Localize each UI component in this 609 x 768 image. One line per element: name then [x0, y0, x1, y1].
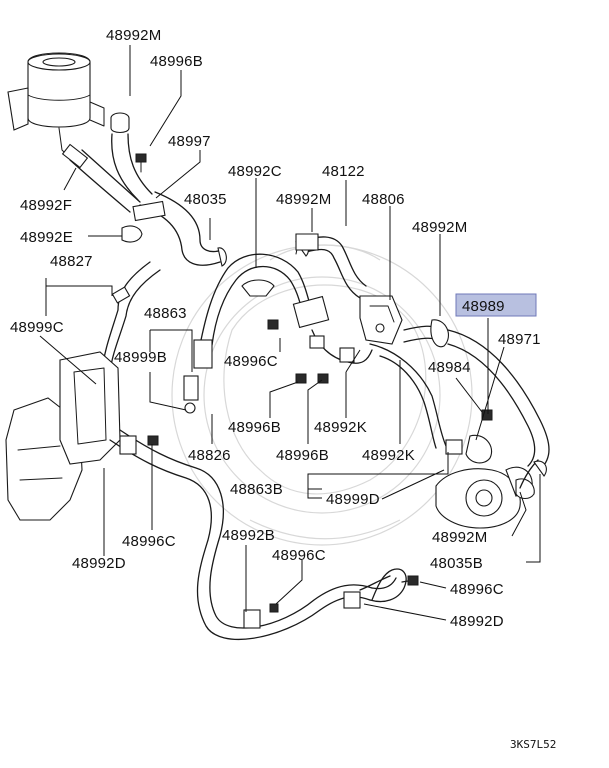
callout-48806: 48806 [362, 191, 405, 208]
callout-48992m-top: 48992M [106, 27, 161, 44]
bracket-48806 [359, 295, 403, 345]
cap-and-bolt-group [110, 112, 153, 201]
callout-48999d: 48999D [326, 491, 380, 508]
callout-48992d-right: 48992D [450, 613, 504, 630]
callout-48992k-a: 48992K [314, 419, 367, 436]
callout-48992m-center: 48992M [276, 191, 331, 208]
lower-pressure-pipes [109, 429, 415, 640]
callout-48992d-left: 48992D [72, 555, 126, 572]
callout-48997: 48997 [168, 133, 211, 150]
pump-pipe-right [369, 343, 493, 464]
callout-48999c: 48999C [10, 319, 64, 336]
watermark-emblem [171, 244, 473, 546]
small-fittings [119, 233, 419, 586]
callout-48996c-left: 48996C [122, 533, 176, 550]
callout-48992m-right: 48992M [412, 219, 467, 236]
highlight-box-48989 [455, 293, 537, 317]
callout-48996c-center: 48996C [224, 353, 278, 370]
diagram-code: 3KS7L52 [510, 738, 556, 751]
callout-48996b-top: 48996B [150, 53, 203, 70]
callout-48035: 48035 [184, 191, 227, 208]
leader-lines [39, 45, 541, 621]
callout-48996c-lower: 48996C [272, 547, 326, 564]
callout-48971: 48971 [498, 331, 541, 348]
callout-48827: 48827 [50, 253, 93, 270]
reservoir-tank [7, 52, 105, 159]
callout-48992e: 48992E [20, 229, 73, 246]
callout-48999b: 48999B [114, 349, 167, 366]
power-steering-pump [435, 459, 547, 529]
callout-48826: 48826 [188, 447, 231, 464]
callout-48992m-pump: 48992M [432, 529, 487, 546]
callout-48122: 48122 [322, 163, 365, 180]
steering-gear-box [5, 351, 121, 521]
callout-48863: 48863 [144, 305, 187, 322]
callout-48996c-right: 48996C [450, 581, 504, 598]
main-return-hose [121, 191, 227, 267]
callout-48984: 48984 [428, 359, 471, 376]
callout-48996b-b: 48996B [276, 447, 329, 464]
callout-labels: 48992M 48996B 48997 48992F 48035 48992C … [10, 27, 556, 751]
callout-48992c: 48992C [228, 163, 282, 180]
suction-hose-48989 [403, 319, 550, 471]
callout-48989-highlighted: 48989 [462, 298, 505, 315]
callout-48996b-a: 48996B [228, 419, 281, 436]
callout-48035b: 48035B [430, 555, 483, 572]
callout-48992b: 48992B [222, 527, 275, 544]
return-hose-reservoir [61, 143, 141, 213]
callout-48863b: 48863B [230, 481, 283, 498]
callout-48992k-b: 48992K [362, 447, 415, 464]
callout-48992f: 48992F [20, 197, 72, 214]
